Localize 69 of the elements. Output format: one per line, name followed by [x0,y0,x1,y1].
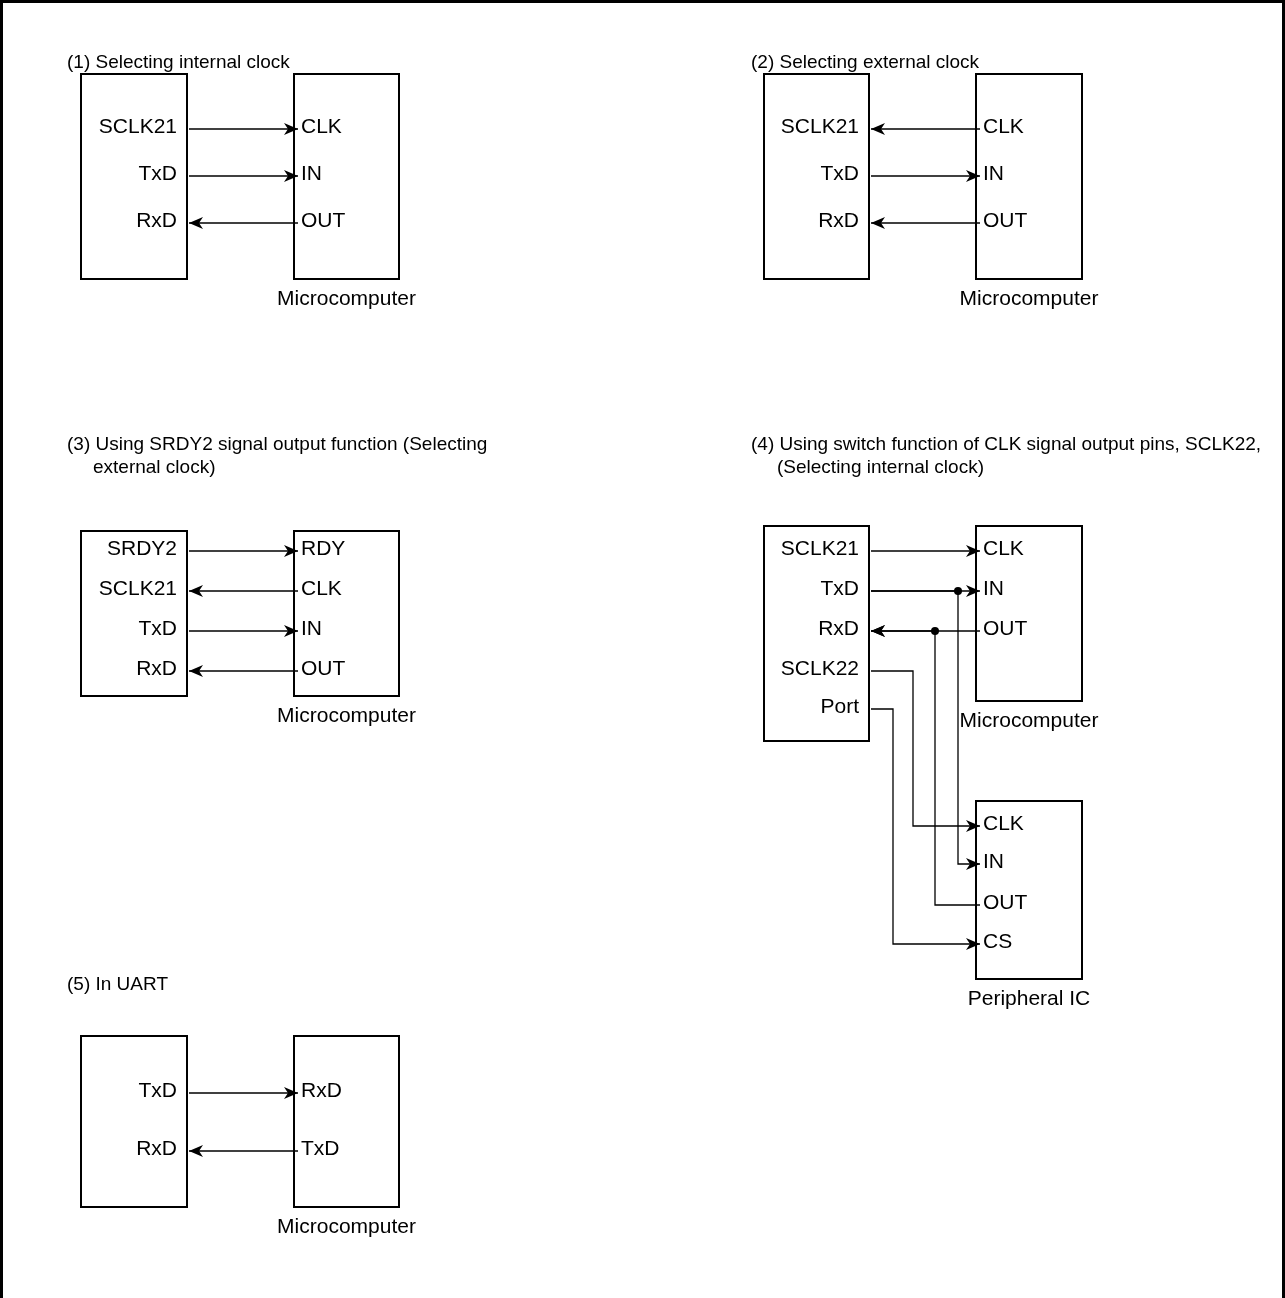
pin-label: CLK [977,536,1024,560]
pin-label: OUT [295,656,346,680]
chip-box [763,73,870,280]
pin-label: IN [977,849,1004,873]
pin-label: RxD [818,616,868,640]
pin-label: SCLK22 [780,656,868,680]
section-heading: (5) In UART [67,972,169,995]
signal-arrow [870,625,981,906]
pin-label: TxD [138,616,186,640]
signal-arrow [870,123,981,135]
section-heading: (4) Using switch function of CLK signal output pins, SCLK22, (Selecting internal clock) [751,432,1263,478]
chip-box [80,73,188,280]
signal-arrow [188,170,299,182]
signal-arrow [870,217,981,229]
pin-label: RxD [295,1078,342,1102]
chip-box [763,525,870,742]
pin-label: SCLK21 [98,576,186,600]
pin-label: RxD [136,1136,186,1160]
signal-arrow [188,545,299,557]
chip-label: Microcomputer [959,708,1099,732]
signal-arrow [188,665,299,677]
pin-label: RxD [136,656,186,680]
signal-arrow [188,217,299,229]
pin-label: TxD [138,1078,186,1102]
chip-label: Peripheral IC [967,986,1091,1010]
pin-label: SRDY2 [106,536,186,560]
pin-label: OUT [977,890,1028,914]
chip-label: Microcomputer [277,286,416,310]
chip-box [80,530,188,697]
pin-label: CS [977,929,1013,953]
pin-label: IN [977,576,1004,600]
pin-label: TxD [295,1136,340,1160]
pin-label: IN [295,161,322,185]
pin-label: TxD [138,161,186,185]
signal-arrow [870,670,981,832]
chip-label: Microcomputer [277,703,416,727]
signal-arrow [870,170,981,182]
pin-label: CLK [977,811,1024,835]
pin-label: TxD [820,576,868,600]
pin-label: OUT [295,208,346,232]
section-heading: (2) Selecting external clock [751,50,981,73]
chip-label: Microcomputer [277,1214,416,1238]
signal-arrow [188,1087,299,1099]
signal-arrow [188,585,299,597]
pin-label: CLK [295,114,342,138]
signal-arrow [870,590,981,870]
chip-label: Microcomputer [959,286,1099,310]
pin-label: RxD [136,208,186,232]
signal-arrow [870,545,981,557]
signal-arrow [870,708,981,950]
pin-label: SCLK21 [98,114,186,138]
pin-label: RDY [295,536,346,560]
pin-label: CLK [977,114,1024,138]
chip-box [80,1035,188,1208]
pin-label: Port [820,694,868,718]
section-heading: (1) Selecting internal clock [67,50,291,73]
pin-label: OUT [977,616,1028,640]
pin-label: IN [977,161,1004,185]
signal-arrow [188,625,299,637]
pin-label: SCLK21 [780,114,868,138]
section-heading: (3) Using SRDY2 signal output function (Selecting external clock) [67,432,489,478]
signal-arrow [188,123,299,135]
pin-label: RxD [818,208,868,232]
pin-label: CLK [295,576,342,600]
pin-label: IN [295,616,322,640]
pin-label: TxD [820,161,868,185]
pin-label: SCLK21 [780,536,868,560]
pin-label: OUT [977,208,1028,232]
signal-arrow [188,1145,299,1157]
